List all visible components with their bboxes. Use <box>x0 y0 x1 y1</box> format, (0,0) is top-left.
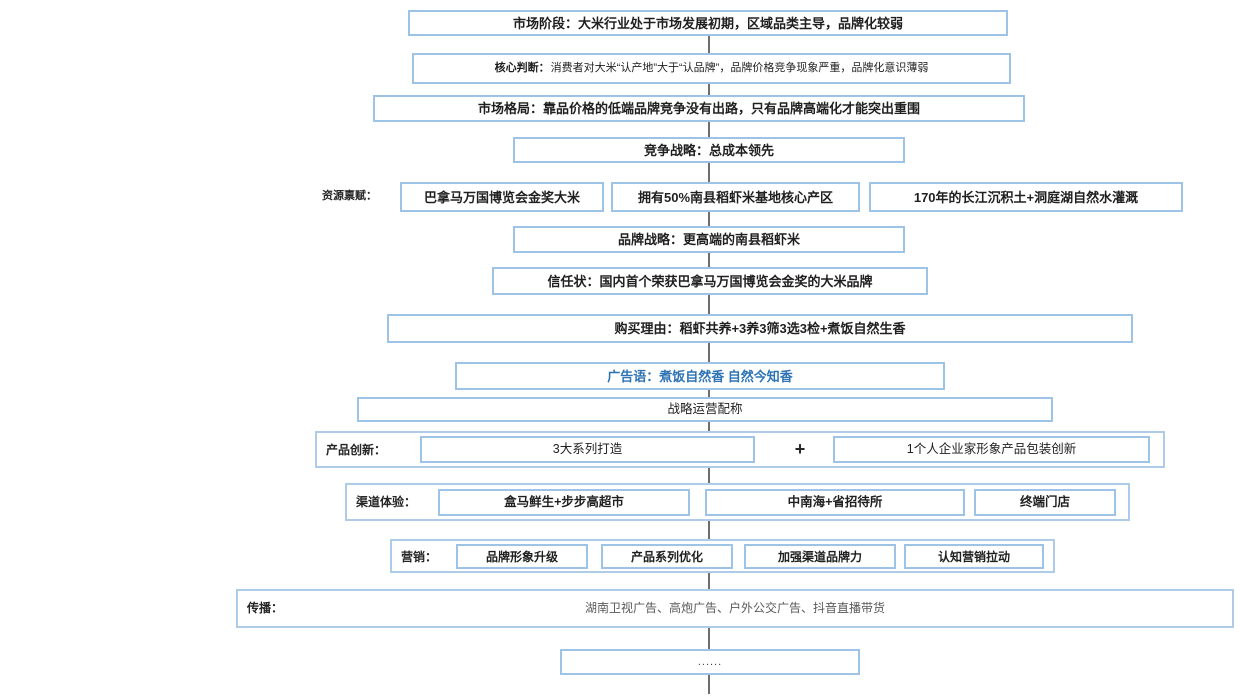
marketing-box-2-text: 产品系列优化 <box>630 549 703 564</box>
box-entrepreneur-image-packaging: 1个人企业家形象产品包装创新 <box>833 436 1150 463</box>
core-judgment-label: 核心判断： <box>494 62 550 74</box>
resource-box-3-text: 170年的长江沉积土+洞庭湖自然水灌溉 <box>913 189 1139 205</box>
box-market-stage: 市场阶段：大米行业处于市场发展初期，区域品类主导，品牌化较弱 <box>408 10 1008 36</box>
channel-experience-label: 渠道体验： <box>356 495 417 509</box>
competition-strategy-label: 竞争战略： <box>643 142 709 158</box>
marketing-box-4-text: 认知营销拉动 <box>937 549 1010 564</box>
box-core-judgment: 核心判断：消费者对大米“认产地”大于“认品牌”，品牌价格竞争现象严重，品牌化意识… <box>412 53 1011 84</box>
resource-endowment-label: 资源禀赋： <box>322 190 377 202</box>
vertical-connector-line <box>708 22 710 694</box>
channel-box-1-text: 盒马鲜生+步步高超市 <box>504 495 624 510</box>
brand-strategy-text: 品牌战略：更高端的南县稻虾米 <box>617 232 800 247</box>
box-cognitive-marketing-pull: 认知营销拉动 <box>904 544 1044 569</box>
marketing-label: 营销： <box>401 550 438 564</box>
box-ellipsis-more: ...... <box>560 649 860 675</box>
channel-box-3-text: 终端门店 <box>1019 495 1070 510</box>
strategic-operation-text: 战略运营配称 <box>667 402 743 417</box>
box-nanxian-core-production-area: 拥有50%南县稻虾米基地核心产区 <box>611 182 860 212</box>
box-brand-image-upgrade: 品牌形象升级 <box>456 544 588 569</box>
box-competition-strategy: 竞争战略：总成本领先 <box>513 137 905 163</box>
box-three-series-creation: 3大系列打造 <box>420 436 755 463</box>
core-judgment-text: 消费者对大米“认产地”大于“认品牌”，品牌价格竞争现象严重，品牌化意识薄弱 <box>550 62 929 74</box>
communication-label: 传播： <box>247 601 284 615</box>
trust-credential-text: 信任状：国内首个荣获巴拿马万国博览会金奖的大米品牌 <box>547 273 873 289</box>
box-slogan: 广告语：煮饭自然香 自然今知香 <box>455 362 945 390</box>
channel-box-2-text: 中南海+省招待所 <box>787 495 883 510</box>
box-terminal-stores: 终端门店 <box>974 489 1116 516</box>
ellipsis-text: ...... <box>697 655 723 668</box>
communication-channels-text: 湖南卫视广告、高炮广告、户外公交广告、抖音直播带货 <box>584 601 885 615</box>
box-hema-bubugao-supermarket: 盒马鲜生+步步高超市 <box>438 489 690 516</box>
box-strengthen-channel-brand-power: 加强渠道品牌力 <box>744 544 896 569</box>
box-brand-strategy: 品牌战略：更高端的南县稻虾米 <box>513 226 905 253</box>
box-yangtze-sediment-dongting-irrigation: 170年的长江沉积土+洞庭湖自然水灌溉 <box>869 182 1183 212</box>
product-innovation-box2-text: 1个人企业家形象产品包装创新 <box>906 442 1077 457</box>
product-innovation-box1-text: 3大系列打造 <box>552 442 623 457</box>
market-stage-text: 市场阶段：大米行业处于市场发展初期，区域品类主导，品牌化较弱 <box>512 15 903 31</box>
box-purchase-reason: 购买理由：稻虾共养+3养3筛3选3检+煮饭自然生香 <box>387 314 1133 343</box>
plus-sign: + <box>794 439 806 459</box>
container-communication <box>236 589 1234 628</box>
box-panama-gold-award-rice: 巴拿马万国博览会金奖大米 <box>400 182 604 212</box>
purchase-reason-text: 购买理由：稻虾共养+3养3筛3选3检+煮饭自然生香 <box>614 321 906 336</box>
slogan-text: 广告语：煮饭自然香 自然今知香 <box>607 368 793 384</box>
resource-box-1-text: 巴拿马万国博览会金奖大米 <box>423 189 580 205</box>
resource-box-2-text: 拥有50%南县稻虾米基地核心产区 <box>637 189 834 205</box>
market-pattern-text: 市场格局：靠品价格的低端品牌竞争没有出路，只有品牌高端化才能突出重围 <box>477 101 920 116</box>
competition-strategy-value: 总成本领先 <box>709 142 775 158</box>
box-strategic-operation: 战略运营配称 <box>357 397 1053 422</box>
box-product-series-optimization: 产品系列优化 <box>601 544 733 569</box>
box-trust-credential: 信任状：国内首个荣获巴拿马万国博览会金奖的大米品牌 <box>492 267 928 295</box>
marketing-box-3-text: 加强渠道品牌力 <box>777 549 862 564</box>
box-market-pattern: 市场格局：靠品价格的低端品牌竞争没有出路，只有品牌高端化才能突出重围 <box>373 95 1025 122</box>
marketing-box-1-text: 品牌形象升级 <box>485 549 558 564</box>
box-zhongnanhai-provincial-guesthouse: 中南海+省招待所 <box>705 489 965 516</box>
product-innovation-label: 产品创新： <box>326 443 387 457</box>
